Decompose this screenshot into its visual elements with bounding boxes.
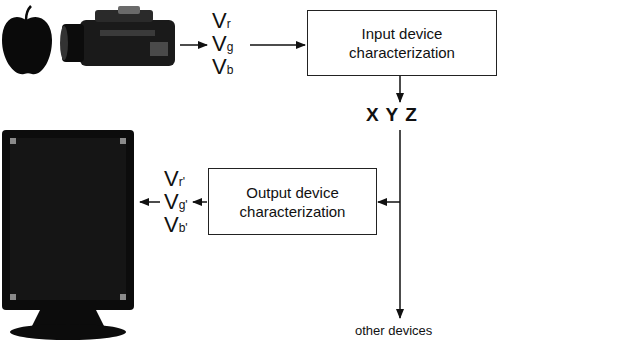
flow-arrows (140, 45, 400, 318)
process-box: Output device characterization (208, 168, 377, 235)
monitor (2, 130, 134, 340)
apple-figure (2, 6, 52, 74)
signal-name: Vb' (164, 214, 188, 239)
signal-name: Vb (212, 56, 233, 81)
box-text: Output device characterization (219, 183, 366, 221)
process-box: Input device characterization (307, 10, 497, 76)
box-text: Input device characterization (318, 24, 486, 62)
video-camera (60, 6, 175, 66)
note-label: other devices (355, 323, 432, 338)
color-space-label: X Y Z (366, 104, 418, 126)
